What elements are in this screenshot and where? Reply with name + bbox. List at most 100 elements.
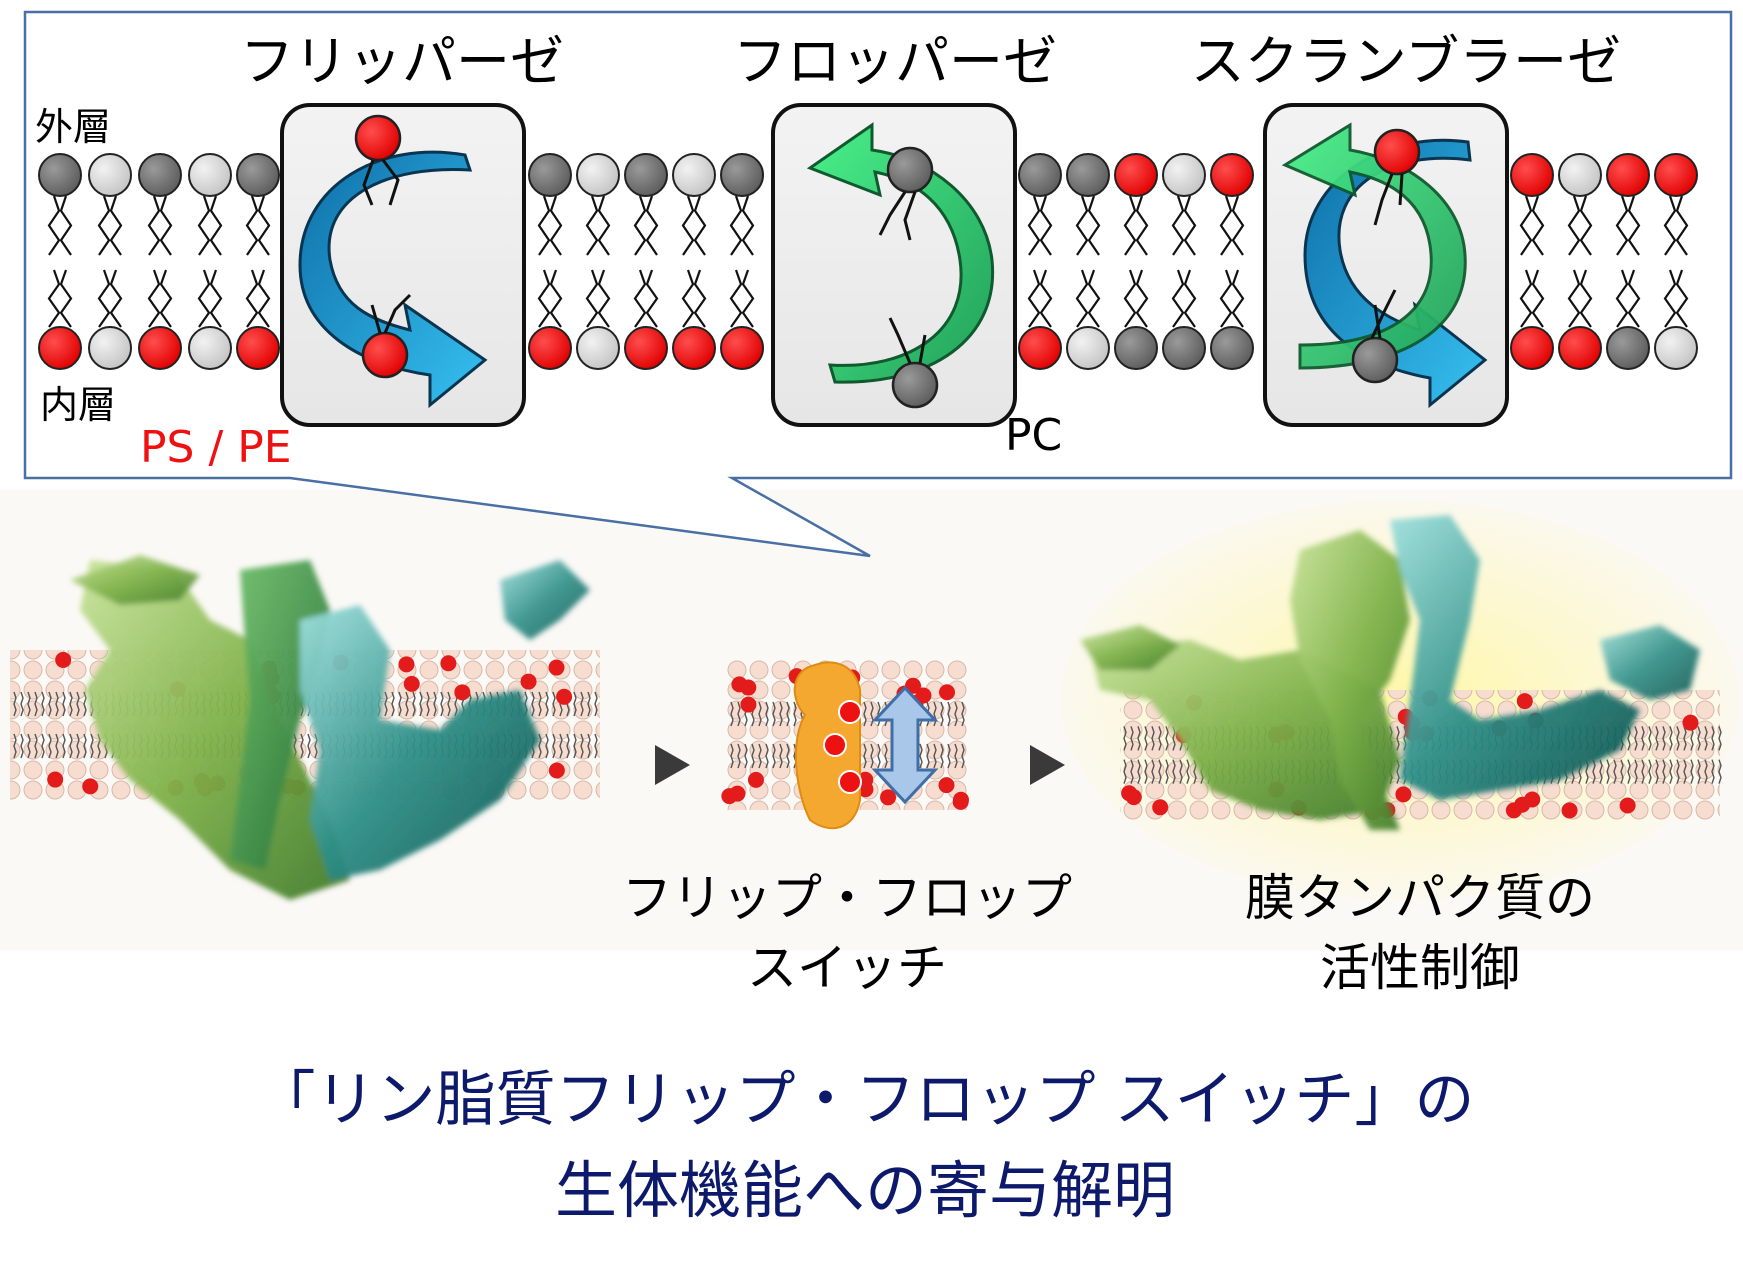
lipid-head [576, 326, 620, 370]
lipid-head [88, 153, 132, 197]
membrane-tail [1165, 726, 1169, 784]
membrane-red-head [740, 679, 757, 696]
lipid-tail [159, 195, 173, 256]
membrane-tail [765, 701, 769, 769]
lipid-tail [109, 195, 123, 256]
membrane-tail [594, 691, 598, 759]
flippase-lipid-outer [354, 114, 402, 162]
lipid-tail [1171, 269, 1185, 328]
lipid-head [528, 326, 572, 370]
membrane-tail [1711, 726, 1715, 784]
lipid-head [88, 326, 132, 370]
membrane-tail [83, 691, 87, 759]
lipid-tail [209, 195, 223, 256]
membrane-tail [961, 701, 965, 769]
membrane-red-head [1682, 714, 1699, 731]
lipid-tail [1027, 195, 1041, 256]
lipid-head [1114, 153, 1158, 197]
lipid-head [1114, 326, 1158, 370]
lipid-tail [1231, 269, 1245, 328]
lipid-tail [537, 195, 551, 256]
lipid-tail [549, 195, 563, 256]
membrane-red-head [556, 688, 573, 705]
right-caption-line2: 活性制御 [1320, 939, 1520, 997]
membrane-red-head [55, 651, 72, 668]
lipid-tail [209, 269, 223, 328]
lipid-tail [59, 269, 73, 328]
floppase-lipid-bottom [891, 361, 939, 409]
membrane-red-head [721, 788, 738, 805]
lipid-tail [1087, 195, 1101, 256]
membrane-red-head [398, 656, 415, 673]
membrane-tail [41, 691, 45, 759]
lipid-head [1018, 326, 1062, 370]
lipid-tail [1135, 195, 1149, 256]
membrane-red-head [1514, 796, 1531, 813]
membrane-tail [863, 701, 867, 769]
lipid-tail [59, 195, 73, 256]
lipid-tail [729, 269, 743, 328]
membrane-red-head [440, 655, 457, 672]
membrane-red-head [47, 771, 64, 788]
lipid-tail [633, 195, 647, 256]
lipid-tail [47, 269, 61, 328]
lipid-tail [597, 195, 611, 256]
floppase-label: フロッパーゼ [733, 30, 1057, 93]
membrane-tail [1144, 726, 1148, 784]
membrane-red-head [880, 789, 897, 806]
membrane-red-head [1152, 799, 1169, 816]
membrane-tail [69, 691, 73, 759]
lipid-head [1606, 326, 1650, 370]
lipid-head [624, 153, 668, 197]
lipid-head [672, 326, 716, 370]
lipid-tail [245, 269, 259, 328]
lipid-tail [97, 195, 111, 256]
membrane-red-head [548, 659, 565, 676]
membrane-tail [933, 701, 937, 769]
lipid-head [38, 326, 82, 370]
membrane-red-head [1561, 802, 1578, 819]
lipid-tail [1615, 269, 1629, 328]
membrane-red-head [1619, 797, 1636, 814]
membrane-tail [13, 691, 17, 759]
membrane-red-head [403, 675, 420, 692]
lipid-tail [1615, 195, 1629, 256]
membrane-tail [1648, 726, 1652, 784]
lipid-tail [197, 269, 211, 328]
lipid-head [1654, 326, 1698, 370]
lipid-head [188, 153, 232, 197]
lipid-tail [1183, 269, 1197, 328]
membrane-tail [1718, 726, 1722, 784]
scramblase-label: スクランブラーゼ [1191, 30, 1621, 93]
membrane-red-head [548, 762, 565, 779]
flippase-lipid-inner [361, 331, 409, 379]
lipid-tail [147, 195, 161, 256]
lipid-tail [1075, 195, 1089, 256]
membrane-red-head [1395, 786, 1412, 803]
lipid-tail [1075, 269, 1089, 328]
membrane-tail [1669, 726, 1673, 784]
lipid-tail [1675, 195, 1689, 256]
membrane-red-head [952, 793, 969, 810]
lipid-head [1162, 153, 1206, 197]
lipid-tail [1135, 269, 1149, 328]
lipid-tail [1531, 195, 1545, 256]
lipid-tail [159, 269, 173, 328]
floppase-lipid-top [886, 146, 934, 194]
membrane-tail [1130, 726, 1134, 784]
lipid-tail [257, 195, 271, 256]
membrane-red-head [1516, 693, 1533, 710]
pc-label: PC [1005, 410, 1062, 461]
membrane-tail [772, 701, 776, 769]
title-line2: 生体機能への寄与解明 [555, 1154, 1175, 1227]
inner-layer-label: 内層 [40, 383, 116, 427]
membrane-tail [1662, 726, 1666, 784]
membrane-tail [27, 691, 31, 759]
lipid-tail [1627, 269, 1641, 328]
flippase-label: フリッパーゼ [240, 30, 564, 93]
left-protein-illustration [10, 555, 600, 900]
lipid-tail [1219, 195, 1233, 256]
right-protein-illustration [1060, 500, 1740, 900]
membrane-tail [786, 701, 790, 769]
membrane-tail [580, 691, 584, 759]
